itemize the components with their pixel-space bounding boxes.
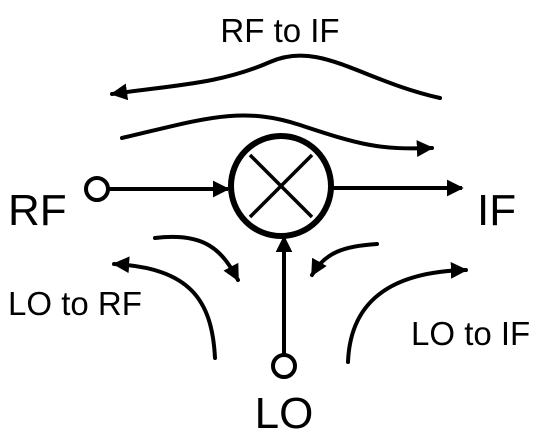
rf-to-if-return-arrow bbox=[110, 53, 442, 101]
rf-to-if-forward-arrow bbox=[120, 113, 434, 157]
rf-port-label: RF bbox=[8, 186, 67, 235]
rf-to-if-label: RF to IF bbox=[220, 12, 339, 49]
lo-to-if-inner-arrow bbox=[310, 242, 379, 277]
lo-port-label: LO bbox=[255, 389, 314, 438]
rf-port-circle bbox=[84, 176, 110, 202]
if-port-label: IF bbox=[477, 186, 516, 235]
lo-to-rf-label: LO to RF bbox=[8, 285, 142, 322]
lo-to-if-outer-arrow bbox=[346, 261, 468, 364]
lo-port-circle bbox=[271, 353, 297, 379]
lo-to-rf-inner-arrow bbox=[153, 234, 240, 282]
lo-to-if-label: LO to IF bbox=[411, 315, 530, 352]
mixer-cross-line-2 bbox=[248, 153, 314, 219]
lo-to-rf-outer-arrow bbox=[112, 256, 217, 360]
